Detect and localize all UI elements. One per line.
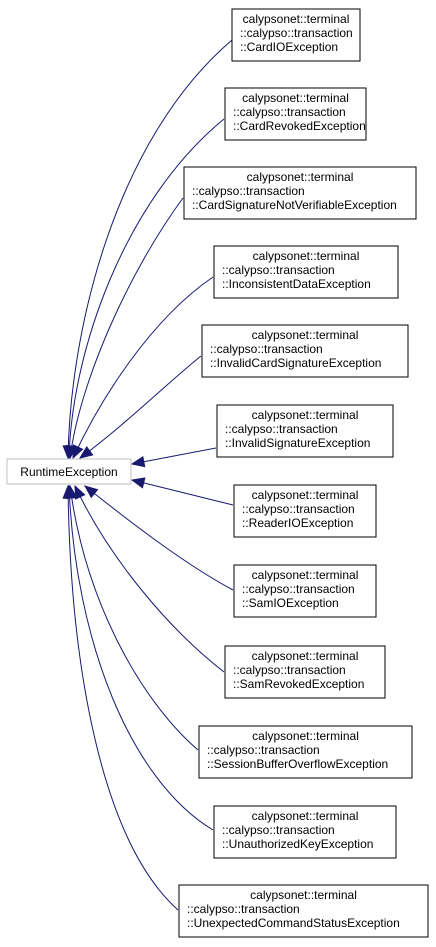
class-node-label-line-1: calypsonet::terminal <box>252 328 359 342</box>
class-node-box <box>224 87 367 141</box>
edge-line <box>74 485 225 673</box>
class-node-label-line-3: ::CardSignatureNotVerifiableException <box>192 198 397 212</box>
class-node-label-line-1: calypsonet::terminal <box>252 809 359 823</box>
class-node-card-io-exception[interactable]: calypsonet::terminal::calypso::transacti… <box>231 8 361 62</box>
class-node-box <box>201 324 409 378</box>
root-node-box <box>6 458 132 485</box>
class-node-label-line-2: ::calypso::transaction <box>240 26 353 40</box>
arrow-head <box>62 484 74 499</box>
edge-invalid-signature-exception <box>130 447 217 468</box>
class-node-label-line-2: ::calypso::transaction <box>225 422 338 436</box>
edge-reader-io-exception <box>130 477 234 506</box>
class-node-box <box>216 404 394 458</box>
class-node-label-line-3: ::UnexpectedCommandStatusException <box>187 916 400 930</box>
edge-line <box>84 485 234 591</box>
class-node-label-line-1: calypsonet::terminal <box>247 170 354 184</box>
edge-line <box>131 479 234 506</box>
edge-unauthorized-key-exception <box>63 484 214 831</box>
class-node-label-line-3: ::CardIOException <box>240 40 338 54</box>
class-node-label-line-2: ::calypso::transaction <box>222 823 335 837</box>
class-node-inconsistent-data-exception[interactable]: calypsonet::terminal::calypso::transacti… <box>213 245 399 299</box>
class-node-box <box>213 805 397 859</box>
class-node-label-line-3: ::UnauthorizedKeyException <box>222 837 373 851</box>
class-node-box <box>198 725 413 779</box>
class-node-box <box>178 884 429 938</box>
class-node-label-line-2: ::calypso::transaction <box>210 342 323 356</box>
class-node-label-line-2: ::calypso::transaction <box>222 263 335 277</box>
class-node-label-line-3: ::SamIOException <box>242 596 339 610</box>
class-node-label-line-2: ::calypso::transaction <box>192 184 305 198</box>
class-node-box <box>224 645 386 699</box>
edge-invalid-card-signature-exception <box>78 355 202 459</box>
edges-layer <box>62 39 234 911</box>
edge-sam-revoked-exception <box>74 484 225 673</box>
class-node-label-line-1: calypsonet::terminal <box>250 888 357 902</box>
class-node-label-line-3: ::SamRevokedException <box>233 677 364 691</box>
edge-line <box>67 485 179 911</box>
class-node-label-line-1: calypsonet::terminal <box>252 488 359 502</box>
class-node-label-line-3: ::CardRevokedException <box>233 119 366 133</box>
class-node-label-line-3: ::SessionBufferOverflowException <box>207 757 388 771</box>
class-node-unauthorized-key-exception[interactable]: calypsonet::terminal::calypso::transacti… <box>213 805 397 859</box>
arrow-head <box>83 485 99 499</box>
edge-inconsistent-data-exception <box>72 276 214 460</box>
class-node-card-revoked-exception[interactable]: calypsonet::terminal::calypso::transacti… <box>224 87 367 141</box>
edge-line <box>67 39 233 459</box>
class-node-label-line-1: calypsonet::terminal <box>252 568 359 582</box>
class-node-sam-io-exception[interactable]: calypsonet::terminal::calypso::transacti… <box>233 564 377 618</box>
class-node-unexpected-command-status-exception[interactable]: calypsonet::terminal::calypso::transacti… <box>178 884 429 938</box>
class-node-box <box>213 245 399 299</box>
class-node-label-line-1: calypsonet::terminal <box>253 249 360 263</box>
class-node-label-line-3: ::InvalidCardSignatureException <box>210 356 381 370</box>
class-node-label-line-2: ::calypso::transaction <box>233 105 346 119</box>
arrow-head <box>130 456 146 468</box>
class-node-box <box>233 564 377 618</box>
root-node-label: RuntimeException <box>20 465 117 479</box>
edge-sam-io-exception <box>83 485 234 591</box>
class-node-label-line-3: ::InconsistentDataException <box>222 277 371 291</box>
class-node-label-line-2: ::calypso::transaction <box>242 502 355 516</box>
class-node-label-line-1: calypsonet::terminal <box>243 12 350 26</box>
edge-line <box>131 447 217 465</box>
class-node-box <box>183 166 417 220</box>
root-node-runtime-exception[interactable]: RuntimeException <box>6 458 132 485</box>
edge-card-signature-not-verifiable-exception <box>65 197 184 460</box>
class-node-invalid-signature-exception[interactable]: calypsonet::terminal::calypso::transacti… <box>216 404 394 458</box>
class-node-label-line-3: ::ReaderIOException <box>242 516 353 530</box>
edge-line <box>69 197 184 459</box>
arrow-head <box>74 484 86 500</box>
class-node-box <box>231 8 361 62</box>
nodes-layer: calypsonet::terminal::calypso::transacti… <box>178 8 429 938</box>
edge-line <box>68 485 214 831</box>
class-node-label-line-1: calypsonet::terminal <box>252 729 359 743</box>
edge-unexpected-command-status-exception <box>62 484 179 911</box>
class-node-card-signature-not-verifiable-exception[interactable]: calypsonet::terminal::calypso::transacti… <box>183 166 417 220</box>
class-node-label-line-2: ::calypso::transaction <box>187 902 300 916</box>
edge-line <box>69 485 199 751</box>
arrow-head <box>130 477 146 489</box>
arrow-head <box>72 444 84 460</box>
class-node-box <box>233 484 377 538</box>
class-node-reader-io-exception[interactable]: calypsonet::terminal::calypso::transacti… <box>233 484 377 538</box>
class-node-label-line-2: ::calypso::transaction <box>233 663 346 677</box>
class-node-invalid-card-signature-exception[interactable]: calypsonet::terminal::calypso::transacti… <box>201 324 409 378</box>
edge-line <box>79 355 202 459</box>
class-node-label-line-2: ::calypso::transaction <box>207 743 320 757</box>
class-node-label-line-2: ::calypso::transaction <box>242 582 355 596</box>
edge-card-io-exception <box>62 39 233 460</box>
edge-line <box>72 276 214 459</box>
class-node-label-line-1: calypsonet::terminal <box>252 408 359 422</box>
arrow-head <box>78 445 94 459</box>
edge-line <box>68 118 225 459</box>
class-node-session-buffer-overflow-exception[interactable]: calypsonet::terminal::calypso::transacti… <box>198 725 413 779</box>
class-node-label-line-1: calypsonet::terminal <box>242 91 349 105</box>
class-node-label-line-1: calypsonet::terminal <box>252 649 359 663</box>
class-node-sam-revoked-exception[interactable]: calypsonet::terminal::calypso::transacti… <box>224 645 386 699</box>
class-node-label-line-3: ::InvalidSignatureException <box>225 436 370 450</box>
